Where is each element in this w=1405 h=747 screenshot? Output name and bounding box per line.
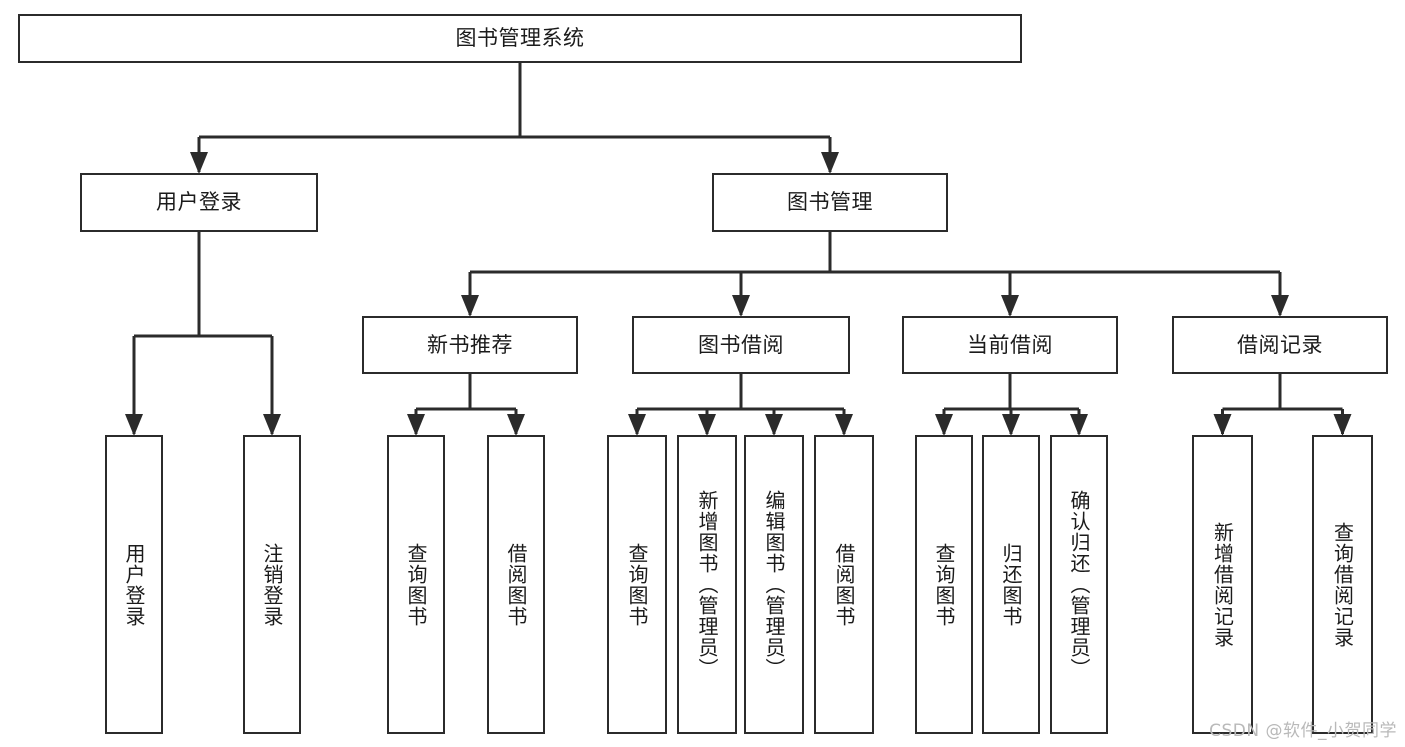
node-borrow-record[interactable]: 借阅记录 xyxy=(1172,316,1388,374)
node-label-borrow-record: 借阅记录 xyxy=(1237,332,1323,357)
node-label-leaf-user-logout: 注销登录 xyxy=(260,542,284,627)
node-leaf-cur-query[interactable]: 查询图书 xyxy=(915,435,973,734)
node-leaf-rec-search[interactable]: 查询借阅记录 xyxy=(1312,435,1373,734)
node-book-borrow[interactable]: 图书借阅 xyxy=(632,316,850,374)
arrowhead-icon xyxy=(821,152,839,174)
arrowhead-icon xyxy=(1333,414,1352,436)
node-leaf-rec-add[interactable]: 新增借阅记录 xyxy=(1192,435,1253,734)
node-label-leaf-cur-confirm: 确认归还（管理员） xyxy=(1067,490,1091,679)
node-leaf-cur-confirm[interactable]: 确认归还（管理员） xyxy=(1050,435,1108,734)
node-current-borrow[interactable]: 当前借阅 xyxy=(902,316,1118,374)
node-label-leaf-rec-add: 新增借阅记录 xyxy=(1210,521,1235,648)
node-leaf-cur-return[interactable]: 归还图书 xyxy=(982,435,1040,734)
node-label-leaf-rec-borrow: 借阅图书 xyxy=(504,542,528,627)
node-label-book-manage: 图书管理 xyxy=(787,190,873,215)
arrowhead-icon xyxy=(461,295,479,317)
node-label-leaf-rec-query: 查询图书 xyxy=(404,542,428,627)
node-leaf-borrow-query[interactable]: 查询图书 xyxy=(607,435,667,734)
arrowhead-icon xyxy=(765,414,783,436)
node-book-manage[interactable]: 图书管理 xyxy=(712,173,948,232)
arrowhead-icon xyxy=(1002,414,1020,436)
arrowhead-icon xyxy=(1070,414,1088,436)
arrowhead-icon xyxy=(263,414,281,436)
node-label-leaf-cur-query: 查询图书 xyxy=(932,542,956,627)
arrowhead-icon xyxy=(190,152,208,174)
arrowhead-icon xyxy=(1213,414,1232,436)
node-leaf-user-login[interactable]: 用户登录 xyxy=(105,435,163,734)
node-label-leaf-rec-search: 查询借阅记录 xyxy=(1330,521,1355,648)
node-label-leaf-borrow-query: 查询图书 xyxy=(625,542,649,627)
node-label-new-book-rec: 新书推荐 xyxy=(427,332,513,357)
node-label-leaf-cur-return: 归还图书 xyxy=(999,542,1023,627)
node-label-leaf-user-login: 用户登录 xyxy=(122,542,146,627)
arrowhead-icon xyxy=(407,414,425,436)
node-leaf-book-borrow[interactable]: 借阅图书 xyxy=(814,435,874,734)
node-label-leaf-book-borrow: 借阅图书 xyxy=(832,542,856,627)
arrowhead-icon xyxy=(835,414,853,436)
arrowhead-icon xyxy=(125,414,143,436)
arrowhead-icon xyxy=(507,414,525,436)
node-user-login[interactable]: 用户登录 xyxy=(80,173,318,232)
node-leaf-book-edit[interactable]: 编辑图书（管理员） xyxy=(744,435,804,734)
arrowhead-icon xyxy=(698,414,716,436)
node-leaf-book-add[interactable]: 新增图书（管理员） xyxy=(677,435,737,734)
arrowhead-icon xyxy=(732,295,750,317)
arrowhead-icon xyxy=(935,414,953,436)
node-leaf-rec-query[interactable]: 查询图书 xyxy=(387,435,445,734)
node-leaf-rec-borrow[interactable]: 借阅图书 xyxy=(487,435,545,734)
node-label-root: 图书管理系统 xyxy=(455,26,585,51)
arrowhead-icon xyxy=(1001,295,1019,317)
node-label-book-borrow: 图书借阅 xyxy=(698,332,784,357)
node-leaf-user-logout[interactable]: 注销登录 xyxy=(243,435,301,734)
node-label-leaf-book-edit: 编辑图书（管理员） xyxy=(762,490,786,679)
csdn-watermark: CSDN @软件_小贺同学 xyxy=(1209,721,1397,741)
arrowhead-icon xyxy=(1271,295,1289,317)
node-label-leaf-book-add: 新增图书（管理员） xyxy=(695,490,719,679)
arrowhead-icon xyxy=(628,414,646,436)
node-root[interactable]: 图书管理系统 xyxy=(18,14,1022,63)
node-label-user-login: 用户登录 xyxy=(156,190,242,215)
node-label-current-borrow: 当前借阅 xyxy=(967,332,1053,357)
node-new-book-rec[interactable]: 新书推荐 xyxy=(362,316,578,374)
